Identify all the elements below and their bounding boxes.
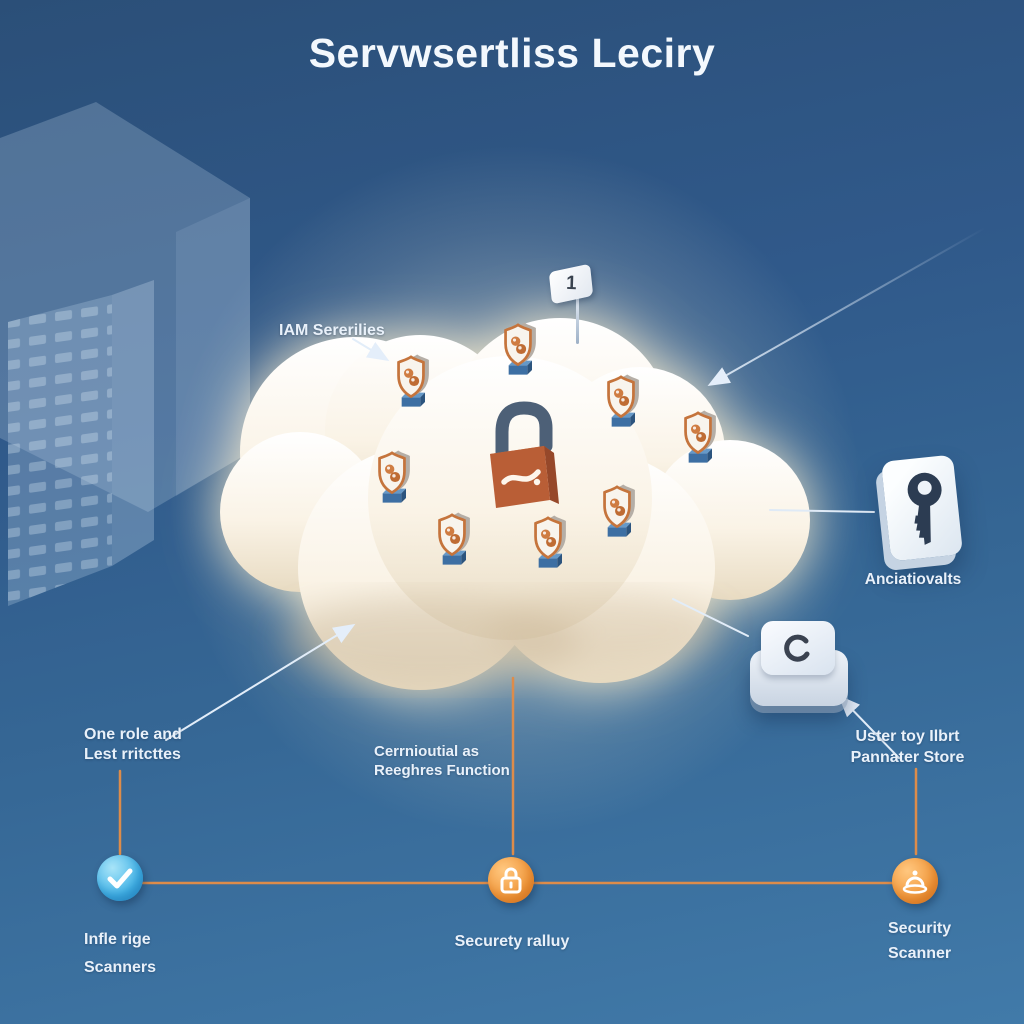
shield-badge-icon (504, 322, 536, 375)
cloud-shading (280, 592, 723, 688)
alarm-icon (902, 870, 928, 894)
shield-badge (390, 352, 432, 410)
shield-badge-icon (438, 512, 470, 565)
shield-badge-icon (603, 484, 635, 537)
page-title: Servwsertliss Leciry (308, 30, 716, 76)
padlock-outline-icon (500, 867, 522, 894)
line-cloud-to-keycard (769, 509, 875, 513)
padlock-icon (490, 401, 559, 508)
shield-badge-icon (607, 374, 639, 427)
check-icon (107, 868, 133, 889)
label-central-function: Cerrnioutial as Reeghres Function (374, 743, 510, 779)
key-card-icon (880, 454, 964, 562)
alarm-scanner-circle-icon (892, 858, 938, 904)
label-parameter-store: Uster toy Ilbrt Pannater Store (850, 728, 965, 766)
checkmark-circle-icon (97, 855, 143, 901)
padlock-circle-icon (488, 857, 534, 903)
arrow-onerole-to-cloud (165, 623, 356, 741)
shield-badge (431, 510, 473, 568)
line-cloud-to-layers (672, 598, 749, 637)
label-security-policy: Securety ralluy (454, 933, 570, 950)
arrow-label-to-layers (838, 695, 900, 759)
shield-badge-icon (684, 410, 716, 463)
shield-badge-icon (378, 450, 410, 503)
flag-pole (576, 298, 579, 344)
flag-mark: 1 (565, 272, 577, 295)
shield-badge (527, 513, 569, 571)
refresh-glyph (784, 634, 810, 662)
shield-badge-icon (397, 354, 429, 407)
label-scanners-left: Infle rige Scanners (84, 931, 157, 976)
key-icon (907, 472, 942, 545)
building-silhouette (0, 102, 250, 606)
shield-badge (600, 372, 642, 430)
layers-button-icon (761, 621, 835, 675)
label-iam: IAM Sererilies (279, 322, 385, 339)
shield-badge-icon (534, 515, 566, 568)
shield-badge (497, 320, 539, 378)
shield-badge (596, 482, 638, 540)
shield-badge (677, 408, 719, 466)
label-scanner-right: Security Scanner (888, 920, 952, 962)
label-one-role: One role and Lest rritcttes (84, 726, 182, 763)
shield-badge (371, 448, 413, 506)
arrow-topright-to-cloud (707, 227, 986, 386)
arrow-iam-to-cloud (352, 338, 390, 362)
label-vault: Anciatiovalts (864, 571, 962, 588)
